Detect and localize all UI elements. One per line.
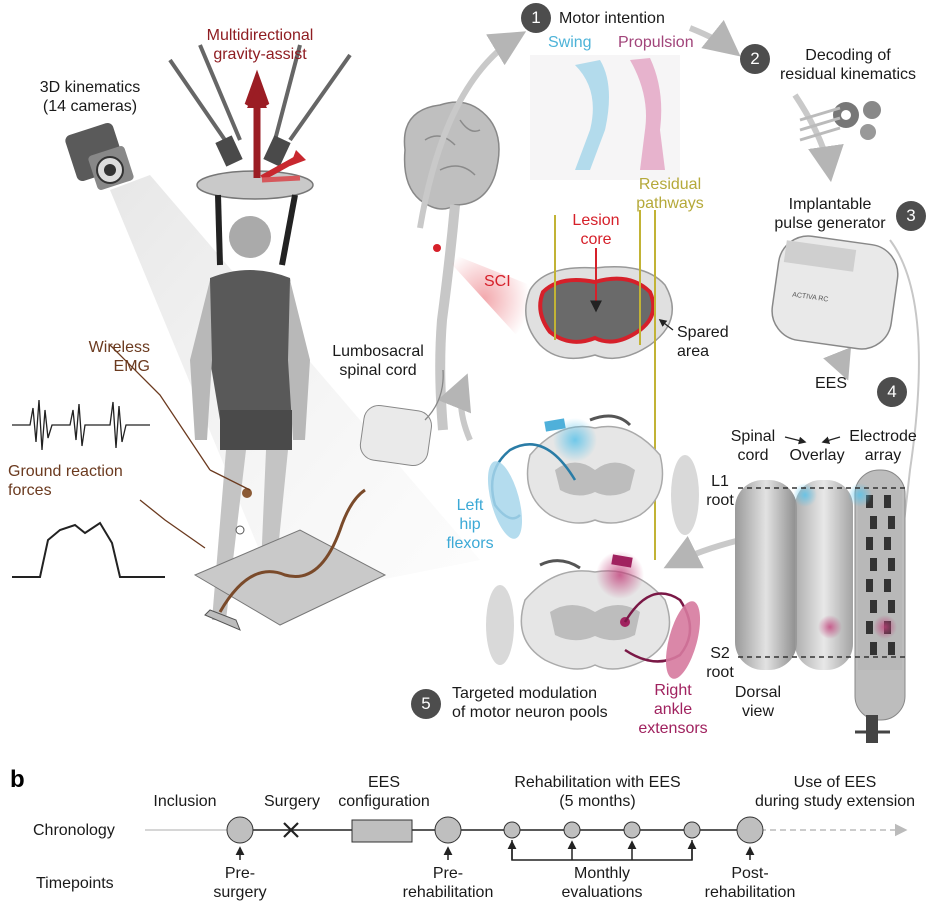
- ees-label: EES: [815, 375, 848, 392]
- spinal-cord-path: [435, 204, 460, 431]
- pre-surgery-label: Pre-surgery: [213, 865, 267, 901]
- swing-label: Swing: [548, 34, 592, 51]
- emg-leader-line: [109, 344, 211, 471]
- electrode-array: [858, 490, 902, 670]
- propulsion-label: Propulsion: [618, 34, 694, 51]
- hip-cord-section: [487, 414, 699, 539]
- electrode-pad: [870, 516, 877, 529]
- electrode-pad: [888, 516, 895, 529]
- electrode-pad: [884, 579, 891, 592]
- pre-rehab-label: Pre-rehabilitation: [402, 865, 494, 901]
- grf-leader-line: [139, 499, 206, 549]
- small-ipg-icon: [359, 369, 444, 467]
- step-badge-5: 5: [411, 689, 441, 719]
- electrode-pad: [866, 621, 873, 634]
- step-badge-1: 1: [521, 3, 551, 33]
- step-badge-2: 2: [740, 44, 770, 74]
- electrode-pad: [866, 579, 873, 592]
- electrode-pad: [884, 495, 891, 508]
- timeline: [145, 816, 908, 861]
- step-badge-3: 3: [896, 201, 926, 231]
- step-badge-4: 4: [877, 377, 907, 407]
- electrode-pad: [870, 600, 877, 613]
- gravity-assist-robot: [168, 44, 352, 266]
- sci-label: SCI: [484, 273, 511, 290]
- spinal-lesion-section: [525, 210, 674, 560]
- panel-b-letter: b: [10, 766, 25, 793]
- motor-intention-label: Motor intention: [559, 10, 665, 27]
- surgery-label: Surgery: [263, 793, 321, 810]
- legs-illustration: [530, 55, 680, 180]
- overlay-label: Overlay: [789, 447, 845, 464]
- patient-figure: [190, 216, 310, 631]
- timepoints-row-label: Timepoints: [36, 875, 114, 892]
- electrode-pad: [888, 642, 895, 655]
- inclusion-label: Inclusion: [153, 793, 217, 810]
- kinematics-label: 3D kinematics(14 cameras): [39, 79, 141, 115]
- post-rehab-label: Post-rehabilitation: [704, 865, 796, 901]
- ees-config-block: [351, 819, 413, 843]
- pre-rehab-node: [434, 816, 462, 844]
- inclusion-node: [226, 816, 254, 844]
- gear-icon: [799, 101, 881, 142]
- electrode-pad: [870, 642, 877, 655]
- electrode-pad: [888, 558, 895, 571]
- chronology-row-label: Chronology: [33, 822, 115, 839]
- post-rehab-node: [736, 816, 764, 844]
- arrow-brain-to-intention: [417, 31, 527, 229]
- ipg-device-icon: [771, 235, 920, 721]
- ankle-cord-section: [486, 551, 701, 679]
- grf-trace: [12, 521, 165, 578]
- rehab-label: Rehabilitation with EES(5 months): [514, 774, 681, 810]
- electrode-pad: [866, 537, 873, 550]
- surgery-marker: [283, 822, 299, 838]
- force-plate: [193, 488, 387, 626]
- emg-trace: [12, 399, 150, 451]
- electrode-pad: [888, 600, 895, 613]
- electrode-pad: [884, 537, 891, 550]
- dorsal-cord-view: [735, 436, 906, 743]
- electrode-pad: [870, 558, 877, 571]
